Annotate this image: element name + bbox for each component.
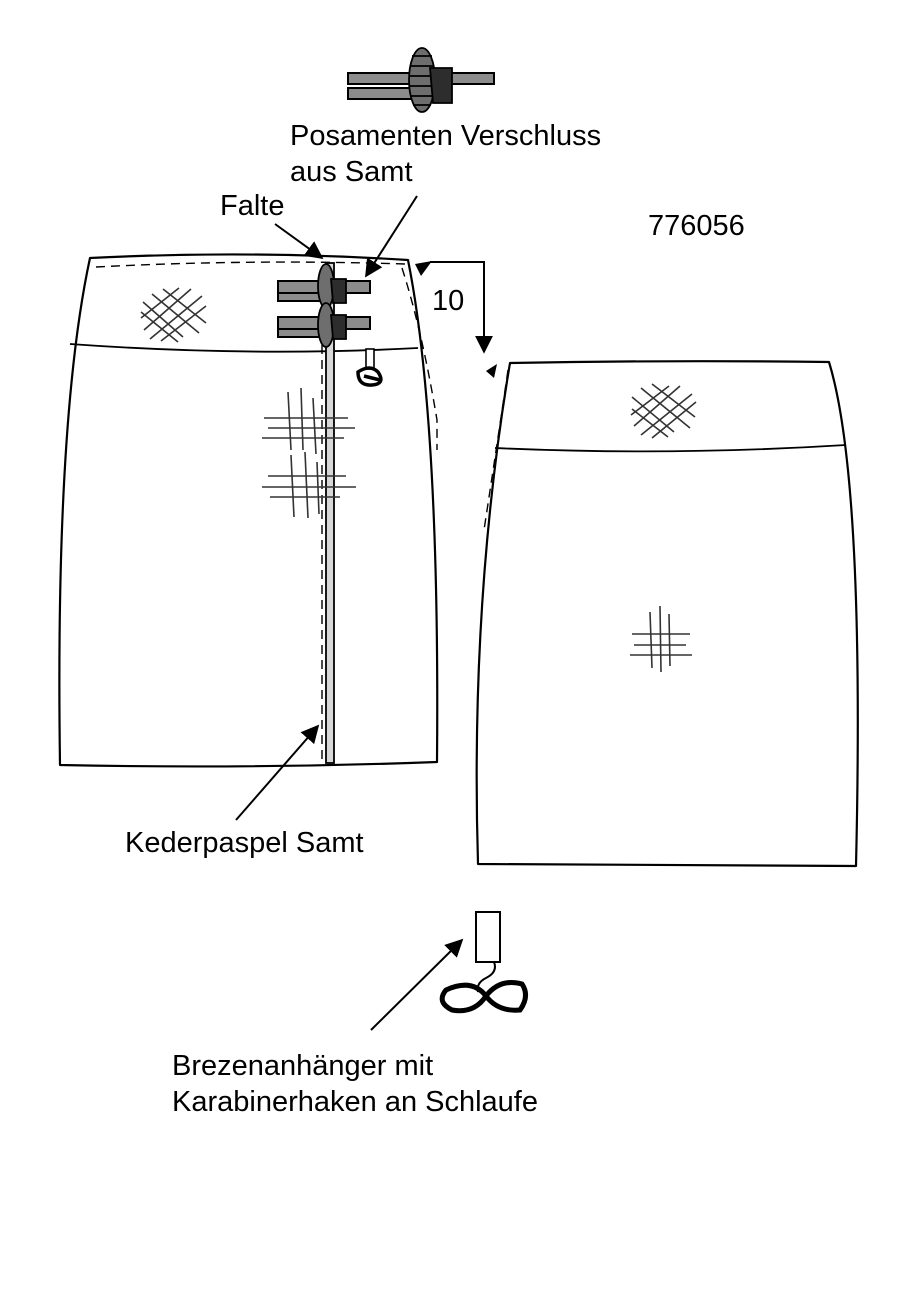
velvet-piping: [325, 262, 335, 764]
notch-back: [486, 364, 497, 378]
closure-label: Posamenten Verschluss aus Samt: [290, 118, 601, 190]
piping-label: Kederpaspel Samt: [125, 827, 364, 859]
fold-arrow: [274, 223, 324, 260]
side-dart: [401, 267, 438, 450]
back-waistband-seam: [494, 444, 847, 453]
charm-small: [356, 348, 383, 387]
closure-detail: [347, 47, 495, 113]
charm-label-line2: Karabinerhaken an Schlaufe: [172, 1086, 538, 1118]
closure-label-line2: aus Samt: [290, 156, 413, 188]
skirt-front: [58, 253, 439, 768]
notch-front: [415, 261, 432, 276]
waistband-topstitch: [95, 261, 406, 268]
carabiner: [475, 911, 501, 963]
transfer-arrow: [430, 261, 493, 354]
hatch-mark-body-lower: [262, 451, 356, 519]
charm-arrow: [370, 938, 464, 1031]
pretzel-charm: [439, 980, 528, 1014]
skirt-back-outline: [475, 360, 859, 868]
skirt-front-outline: [58, 253, 439, 768]
clasp: [429, 67, 453, 104]
charm-detail: [439, 911, 528, 1014]
hatch-mark-body-upper: [262, 387, 355, 455]
closure-arrow: [365, 195, 418, 278]
closure-upper: [277, 263, 371, 309]
rosette-pleats: [409, 55, 435, 106]
piping-arrow: [235, 724, 320, 821]
charm-label-line1: Brezenanhänger mit: [172, 1050, 434, 1082]
charm-label: Brezenanhänger mit Karabinerhaken an Sch…: [172, 1048, 538, 1120]
closure-lower: [277, 302, 371, 348]
fold-label: Falte: [220, 190, 285, 222]
skirt-back: [475, 360, 859, 868]
closure-label-line1: Posamenten Verschluss: [290, 120, 602, 152]
hatch-mark-back-body: [630, 605, 692, 673]
hatch-mark-waistband: [140, 287, 207, 343]
measurement-value: 10: [432, 285, 465, 317]
back-side-dart: [483, 369, 509, 531]
hatch-mark-back-waistband: [630, 383, 697, 439]
measurement-indicator: [415, 261, 493, 354]
article-number: 776056: [648, 210, 745, 242]
